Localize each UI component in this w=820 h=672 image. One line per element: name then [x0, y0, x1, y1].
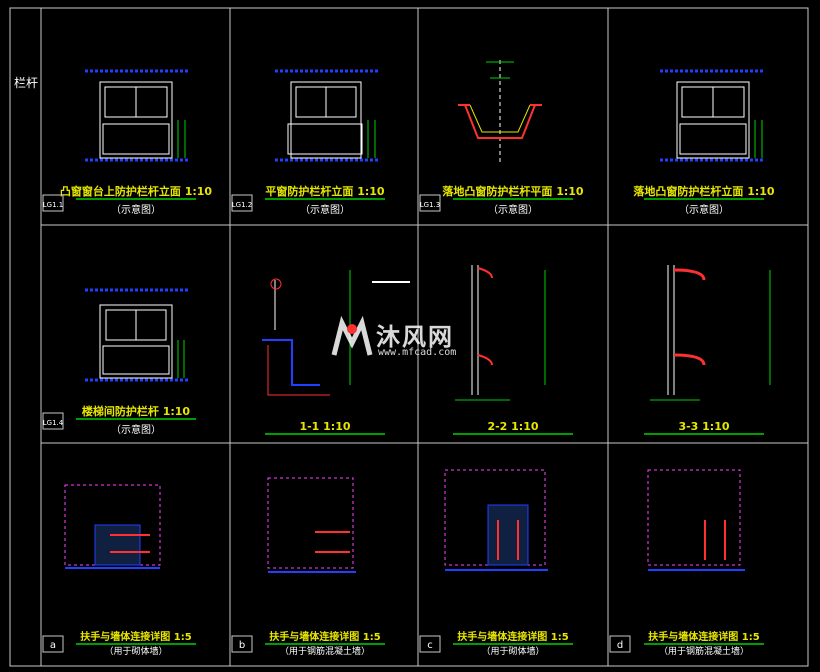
panel-subtitle-2: （示意图） [300, 203, 350, 216]
watermark: 沐风网 www.mfcad.com [330, 315, 500, 365]
panel-9-drawing [64, 484, 161, 569]
panel-title-7: 2-2 1:10 [487, 420, 538, 433]
code-box-12 [609, 635, 631, 653]
side-label: 栏杆 [14, 76, 39, 90]
panel-title-3: 落地凸窗防护栏杆平面 1:10 [442, 184, 584, 198]
panel-title-2: 平窗防护栏杆立面 1:10 [265, 184, 385, 198]
panel-code-9: a [50, 640, 56, 651]
watermark-logo-icon [331, 315, 373, 356]
panel-subtitle-1: （示意图） [111, 203, 161, 216]
panel-12-drawing [647, 469, 745, 571]
code-box-11 [419, 635, 441, 653]
panel-title-4: 落地凸窗防护栏杆立面 1:10 [633, 184, 775, 198]
outer-frame [9, 7, 809, 667]
panel-7-drawing [455, 265, 546, 401]
panel-2-drawing [275, 69, 378, 162]
panel-code-12: d [617, 640, 623, 651]
code-box-9 [42, 635, 64, 653]
panel-code-2: LG1.2 [232, 201, 252, 209]
code-box-10 [231, 635, 253, 653]
panel-code-11: c [427, 640, 433, 651]
panel-1-drawing [85, 69, 190, 162]
panel-subtitle-12: （用于钢筋混凝土墙） [659, 645, 749, 657]
panel-title-5: 楼梯间防护栏杆 1:10 [82, 404, 191, 418]
panel-code-10: b [239, 640, 245, 651]
code-box-5 [42, 412, 64, 430]
panel-title-11: 扶手与墙体连接详图 1:5 [457, 630, 568, 643]
panel-subtitle-9: （用于砌体墙） [104, 645, 167, 657]
code-box-3 [419, 194, 441, 212]
panel-8-drawing [650, 265, 771, 401]
panel-subtitle-3: （示意图） [488, 203, 538, 216]
code-box-2 [231, 194, 253, 212]
panel-5-drawing [85, 288, 188, 382]
watermark-url: www.mfcad.com [378, 347, 457, 358]
panel-title-6: 1-1 1:10 [299, 420, 350, 433]
panel-title-1: 凸窗窗台上防护栏杆立面 1:10 [60, 184, 213, 198]
panel-subtitle-10: （用于钢筋混凝土墙） [280, 645, 370, 657]
code-box-1 [42, 194, 64, 212]
panel-subtitle-11: （用于砌体墙） [481, 645, 544, 657]
panel-10-drawing [267, 477, 356, 573]
panel-title-8: 3-3 1:10 [678, 420, 729, 433]
panel-code-1: LG1.1 [43, 201, 63, 209]
panel-subtitle-5: （示意图） [111, 423, 161, 436]
watermark-name: 沐风网 [376, 323, 454, 351]
panel-title-12: 扶手与墙体连接详图 1:5 [648, 630, 759, 643]
panel-subtitle-4: （示意图） [679, 203, 729, 216]
panel-4-drawing [660, 69, 765, 162]
panel-11-drawing [444, 469, 548, 571]
panel-title-9: 扶手与墙体连接详图 1:5 [80, 630, 191, 643]
panel-title-10: 扶手与墙体连接详图 1:5 [269, 630, 380, 643]
panel-code-3: LG1.3 [420, 201, 440, 209]
panel-code-5: LG1.4 [43, 419, 64, 427]
panel-3-drawing [458, 60, 542, 165]
